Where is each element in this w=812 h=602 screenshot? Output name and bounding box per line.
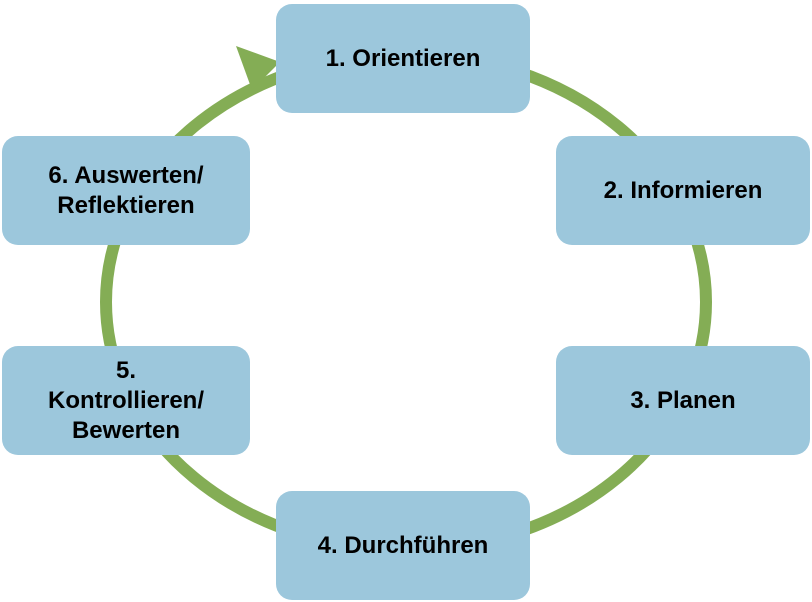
cycle-arrowhead-icon — [236, 46, 280, 90]
step-informieren: 2. Informieren — [556, 136, 810, 245]
step-label: 5. Kontrollieren/ Bewerten — [47, 356, 204, 444]
step-label: 1. Orientieren — [325, 44, 481, 72]
cycle-ring-circle — [100, 48, 712, 556]
step-planen: 3. Planen — [556, 346, 810, 455]
step-label: 3. Planen — [630, 386, 736, 414]
step-auswerten-reflektieren: 6. Auswerten/ Reflektieren — [2, 136, 250, 245]
step-label: 4. Durchführen — [317, 531, 489, 559]
step-kontrollieren-bewerten: 5. Kontrollieren/ Bewerten — [2, 346, 250, 455]
step-orientieren: 1. Orientieren — [276, 4, 530, 113]
step-durchfuehren: 4. Durchführen — [276, 491, 530, 600]
step-label: 6. Auswerten/ Reflektieren — [48, 161, 204, 219]
step-label: 2. Informieren — [603, 176, 763, 204]
